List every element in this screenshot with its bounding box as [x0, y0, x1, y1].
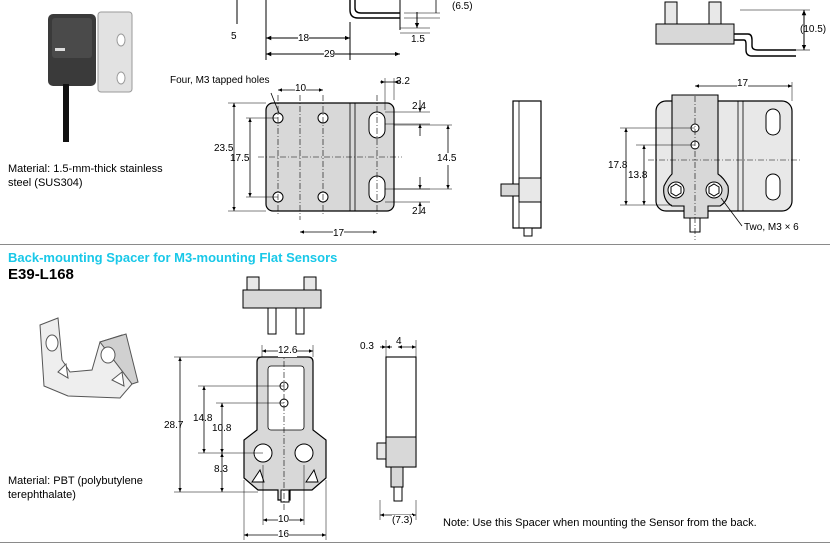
bracket-front-view [228, 78, 452, 234]
dim-13-8: 13.8 [628, 170, 648, 181]
material-label-bottom: Material: PBT (polybutylene terephthalat… [8, 475, 143, 501]
section-divider-top [0, 244, 830, 245]
spacer-front-view [174, 345, 327, 540]
dim-17-8: 17.8 [608, 160, 628, 171]
dim-18: 18 [298, 33, 310, 45]
dim-10-8: 10.8 [212, 423, 232, 434]
dim-23-5: 23.5 [214, 143, 234, 154]
dim-12-6: 12.6 [278, 345, 298, 357]
tapped-holes-label: Four, M3 tapped holes [170, 75, 270, 86]
dim-14-8: 14.8 [193, 413, 213, 424]
dim-17-bottom: 17 [333, 228, 345, 240]
spacer-side-view [376, 340, 417, 520]
section-divider-bottom [0, 542, 830, 543]
dim-5: 5 [231, 31, 237, 42]
screws-label: Two, M3 × 6 [744, 222, 799, 233]
dim-10-top: 10 [295, 83, 307, 95]
bracket-assembly-front-view [620, 82, 800, 240]
bracket-assembly-side-view [655, 1, 810, 57]
dim-6-5: (6.5) [452, 1, 473, 12]
dim-10-bottom: 10 [278, 514, 290, 526]
dim-17-5: 17.5 [230, 153, 250, 164]
dim-16: 16 [278, 529, 290, 541]
dim-3-2: 3.2 [396, 76, 410, 87]
spacer-3d-photo [39, 317, 139, 399]
model-number: E39-L168 [8, 266, 74, 283]
dim-28-7: 28.7 [164, 420, 184, 431]
dim-29: 29 [324, 49, 336, 61]
bracket-side-view-top [236, 0, 440, 60]
dim-4: 4 [396, 336, 402, 347]
dim-0-3: 0.3 [360, 341, 374, 352]
dim-10-5: (10.5) [800, 24, 827, 35]
dim-7-3: (7.3) [392, 515, 413, 527]
material-label-top: Material: 1.5-mm-thick stainless steel (… [8, 163, 163, 189]
dim-8-3: 8.3 [214, 464, 228, 475]
spacer-top-view [242, 276, 322, 335]
sensor-photo [48, 11, 133, 142]
dim-1-5: 1.5 [411, 34, 425, 45]
section-title: Back-mounting Spacer for M3-mounting Fla… [8, 250, 338, 265]
dim-2-4-bottom: 2.4 [412, 206, 426, 217]
dim-14-5: 14.5 [437, 153, 457, 165]
sensor-side-view [500, 100, 542, 237]
mounting-note: Note: Use this Spacer when mounting the … [443, 517, 757, 529]
dim-2-4-top: 2.4 [412, 101, 426, 112]
dim-17-right: 17 [737, 78, 749, 90]
